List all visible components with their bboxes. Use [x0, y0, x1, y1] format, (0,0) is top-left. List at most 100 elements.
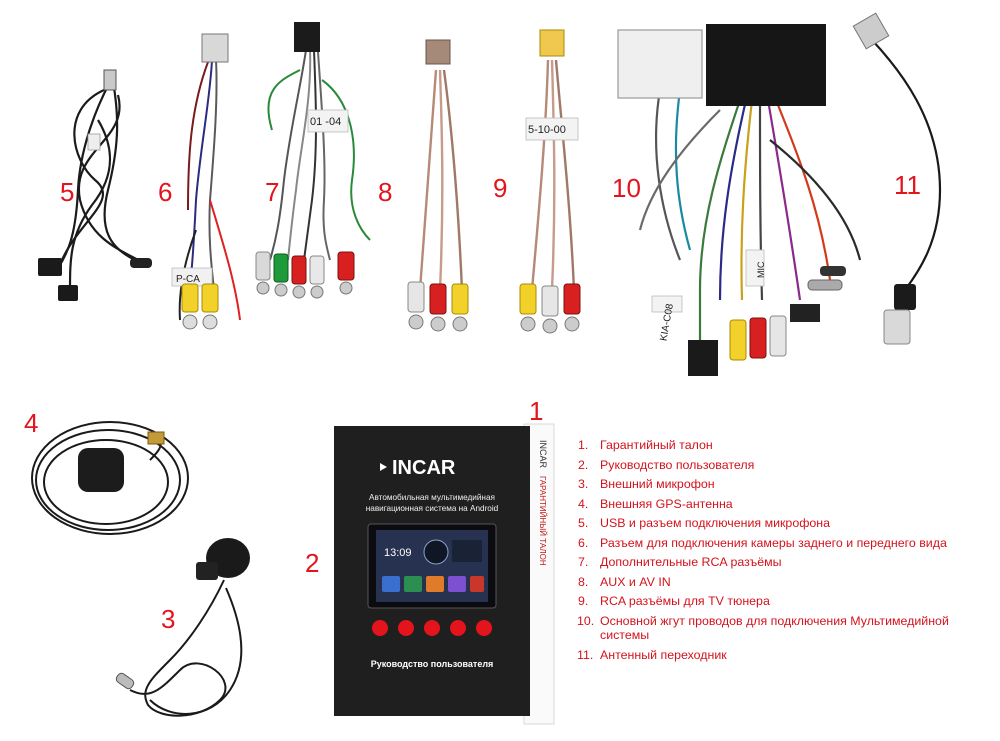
cable-8-tip-1: [408, 314, 424, 330]
warranty-title: ГАРАНТИЙНЫЙ ТАЛОН: [538, 476, 547, 566]
callout-11: 11: [894, 170, 921, 200]
legend-item: 8. AUX и AV IN: [578, 575, 993, 590]
cable-6-camera: [178, 59, 241, 321]
legend-item: 3.Внешний микрофон: [578, 477, 993, 492]
cable-10-rca-red: [749, 317, 767, 359]
legend-item-number: 9.: [578, 594, 589, 608]
legend-item-text: USB и разъем подключения микрофона: [600, 516, 831, 530]
legend-item-text: AUX и AV IN: [600, 574, 671, 589]
cable-9-label: [525, 117, 579, 141]
cable-7-connector: [294, 22, 320, 52]
legend-item: 7. Дополнительные RCA разъёмы: [578, 555, 993, 570]
legend-item-text: RCA разъёмы для TV тюнера: [600, 594, 770, 608]
cable-7-rca-green: [273, 253, 289, 283]
cable-10-label-a: [651, 295, 683, 313]
cable-8-aux: [418, 69, 464, 291]
manual-screen-time: 13:09: [384, 547, 412, 559]
cable-10-rca-yellow: [729, 319, 747, 361]
cable-10-rca-grey: [807, 279, 843, 291]
user-manual-booklet: INCAR Автомобильная мультимедийная навиг…: [334, 426, 530, 716]
manual-feature-icon-1: [372, 620, 388, 636]
legend-item: 5. USB и разъем подключения микрофона: [578, 516, 993, 531]
cable-7-rca-red: [291, 255, 307, 285]
cable-11-plug: [883, 309, 911, 345]
mic-jack: [115, 672, 135, 690]
cable-5-plug-2: [58, 285, 78, 301]
mic-clip: [196, 562, 218, 580]
legend-item-text: Основной жгут проводов для подключения М…: [600, 613, 949, 643]
manual-subtitle-1: Автомобильная мультимедийная: [369, 493, 495, 502]
manual-screen-widget: [452, 540, 482, 562]
legend-item-number: 5.: [578, 516, 589, 530]
cable-10-label-b: [745, 249, 765, 287]
cable-7-label-text: 01 -04: [310, 116, 341, 128]
cable-7-label: [307, 109, 349, 133]
manual-app-icon-2: [404, 576, 422, 592]
legend-item-text: Дополнительные RCA разъёмы: [600, 555, 782, 569]
cable-7-rca-red-2: [337, 251, 355, 281]
manual-feature-icon-2: [398, 620, 414, 636]
legend-item-number: 8.: [578, 574, 589, 589]
cable-6-rca-yellow-1: [181, 283, 199, 313]
legend-item: 2. Руководство пользователя: [578, 458, 993, 473]
legend-item-text: Руководство пользователя: [600, 457, 755, 472]
cable-10-aux-jack: [820, 266, 846, 276]
cable-7-tip-1: [256, 281, 270, 295]
manual-app-icon-1: [382, 576, 400, 592]
legend-item-number: 11.: [577, 647, 594, 662]
manual-feature-icon-5: [476, 620, 492, 636]
cable-8-rca-red: [429, 283, 447, 315]
cable-7-rca-white-2: [309, 255, 325, 285]
cable-10-rca-white: [769, 315, 787, 357]
mic-cable: [129, 579, 243, 717]
legend-item-number: 10.: [577, 613, 595, 628]
legend-item-number: 3.: [578, 477, 589, 491]
cable-5-label: [87, 133, 101, 151]
manual-subtitle-2: навигационная система на Android: [366, 504, 499, 513]
legend-item: 1. Гарантийный талон: [578, 438, 993, 453]
legend-item-text: Гарантийный талон: [600, 438, 713, 452]
legend-item-number: 1.: [578, 438, 589, 452]
legend-item-number: 7.: [578, 555, 589, 569]
cable-8-rca-white: [407, 281, 425, 313]
warranty-brand: INCAR: [538, 440, 548, 469]
cable-6-label-text: P-CA: [176, 274, 200, 285]
cable-8-rca-yellow: [451, 283, 469, 315]
callout-1: 1: [529, 396, 544, 426]
callout-6: 6: [158, 177, 173, 207]
cable-8-tip-3: [452, 316, 468, 332]
callout-8: 8: [378, 177, 393, 207]
manual-feature-icon-3: [424, 620, 440, 636]
legend-item: 6. Разъем для подключения камеры заднего …: [578, 536, 993, 551]
manual-brand: INCAR: [392, 457, 456, 479]
cable-7-tip-2: [274, 283, 288, 297]
legend-item: 4.Внешняя GPS-антенна: [578, 497, 993, 512]
cable-5-connector-top: [103, 69, 117, 91]
cable-10-white-connector: [617, 29, 703, 99]
cable-8-connector: [425, 39, 451, 65]
cable-9-tip-1: [520, 316, 536, 332]
cable-7-rca: [267, 49, 371, 261]
gps-antenna-puck: [78, 448, 124, 492]
cable-5-usb-plug: [38, 258, 62, 276]
legend-item-number: 2.: [578, 457, 589, 472]
legend-item-text: Разъем для подключения камеры заднего и …: [600, 535, 947, 550]
legend-item: 10. Основной жгут проводов для подключени…: [577, 613, 993, 643]
callout-4: 4: [24, 408, 39, 438]
legend-item-text: Внешняя GPS-антенна: [600, 496, 733, 511]
cable-11-body: [894, 284, 916, 310]
legend-item: 11.Антенный переходник: [577, 647, 993, 663]
callout-3: 3: [161, 604, 176, 634]
cable-6-rca-tip-1: [182, 314, 198, 330]
cable-9-tv-tuner: [530, 59, 576, 291]
cable-9-rca-red: [563, 283, 581, 315]
cable-10-label-b-text: MIC: [756, 261, 766, 278]
cable-11-connector-top: [852, 12, 890, 50]
callout-10: 10: [612, 173, 641, 203]
legend-item-number: 6.: [578, 535, 589, 550]
cable-7-tip-5: [339, 281, 353, 295]
cable-6-rca-yellow-2: [201, 283, 219, 313]
cable-7-rca-white: [255, 251, 271, 281]
cable-6-rca-tip-2: [202, 314, 218, 330]
